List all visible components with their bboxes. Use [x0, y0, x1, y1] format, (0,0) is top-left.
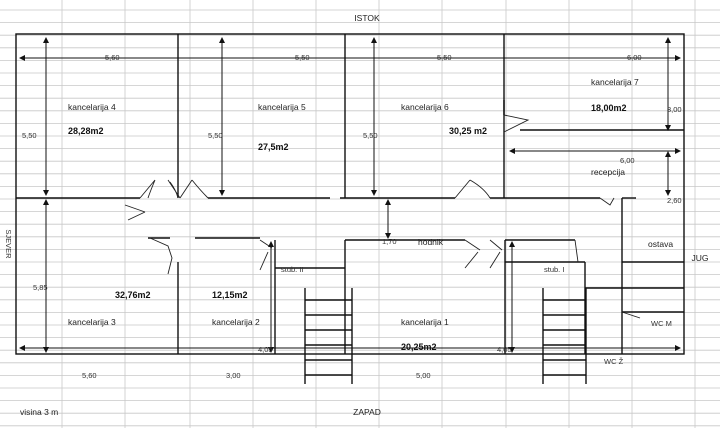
room-name-k3: kancelarija 3 — [68, 317, 116, 327]
room-name-k2: kancelarija 2 — [212, 317, 260, 327]
space-recepcija: recepcija — [591, 167, 625, 177]
dim-recep-w: 6,00 — [620, 156, 635, 165]
dim-right-mid: 2,60 — [667, 196, 682, 205]
dim-top-2: 5,50 — [295, 53, 310, 62]
room-area-k4: 28,28m2 — [68, 126, 104, 136]
dim-mid-5: 5,50 — [208, 131, 223, 140]
room-name-k5: kancelarija 5 — [258, 102, 306, 112]
dim-left-bottom: 5,85 — [33, 283, 48, 292]
height-note: visina 3 m — [20, 407, 58, 417]
room-area-k2: 12,15m2 — [212, 290, 248, 300]
room-name-k1: kancelarija 1 — [401, 317, 449, 327]
doors — [124, 114, 641, 319]
room-name-k7: kancelarija 7 — [591, 77, 639, 87]
dimension-lines — [19, 37, 681, 353]
stairs-i — [542, 288, 587, 384]
label-south: ZAPAD — [353, 407, 381, 417]
room-area-k3: 32,76m2 — [115, 290, 151, 300]
space-hodnik: hodnik — [418, 237, 444, 247]
dim-top-1: 5,60 — [105, 53, 120, 62]
space-stub-i: stub. I — [544, 265, 564, 274]
dim-right-top: 3,00 — [667, 105, 682, 114]
room-area-k6: 30,25 m2 — [449, 126, 487, 136]
room-area-k5: 27,5m2 — [258, 142, 289, 152]
interior-walls — [16, 34, 684, 354]
label-north: ISTOK — [354, 13, 380, 23]
dim-k2-h: 4,05 — [258, 345, 273, 354]
space-ostava: ostava — [648, 239, 673, 249]
dim-bot-1: 5,60 — [82, 371, 97, 380]
room-name-k6: kancelarija 6 — [401, 102, 449, 112]
dim-hall: 1,70 — [382, 237, 397, 246]
room-area-k1: 20,25m2 — [401, 342, 437, 352]
room-name-k4: kancelarija 4 — [68, 102, 116, 112]
label-west: SJEVER — [4, 229, 13, 259]
dim-mid-6: 5,50 — [363, 131, 378, 140]
label-east: JUG — [692, 253, 709, 263]
dim-k1-h: 4,05 — [497, 345, 512, 354]
dim-bot-3: 5,00 — [416, 371, 431, 380]
dim-bot-2: 3,00 — [226, 371, 241, 380]
space-stub-ii: stub. II — [281, 265, 304, 274]
dim-top-4: 6,00 — [627, 53, 642, 62]
outer-walls — [15, 33, 685, 355]
space-wc-z: WC Ž — [604, 357, 624, 366]
dim-top-3: 5,50 — [437, 53, 452, 62]
dim-left-top: 5,50 — [22, 131, 37, 140]
room-area-k7: 18,00m2 — [591, 103, 627, 113]
space-wc-m: WC M — [651, 319, 672, 328]
